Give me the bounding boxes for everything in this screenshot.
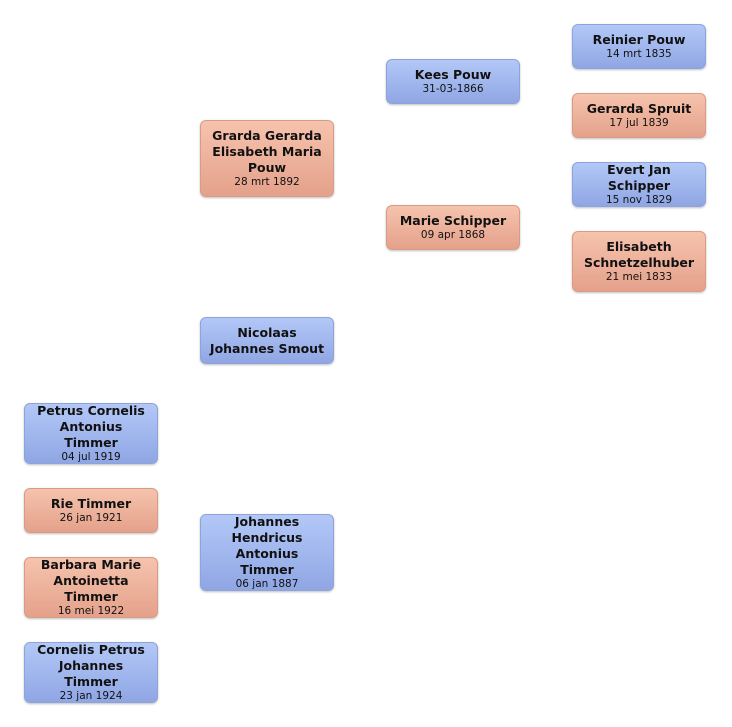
person-date: 28 mrt 1892	[234, 176, 300, 188]
person-card-johannes-timmer[interactable]: Johannes Hendricus Antonius Timmer 06 ja…	[200, 514, 334, 591]
person-date: 09 apr 1868	[420, 229, 486, 241]
person-date: 16 mei 1922	[57, 605, 125, 617]
person-date: 23 jan 1924	[59, 690, 123, 702]
person-name: Grarda Gerarda Elisabeth Maria Pouw	[212, 128, 322, 175]
person-name: Cornelis Petrus Johannes Timmer	[37, 642, 145, 689]
person-name: Marie Schipper	[399, 213, 507, 228]
person-card-elisabeth-schnetzelhuber[interactable]: Elisabeth Schnetzelhuber 21 mei 1833	[572, 231, 706, 292]
person-card-marie-schipper[interactable]: Marie Schipper 09 apr 1868	[386, 205, 520, 250]
person-name: Gerarda Spruit	[586, 101, 692, 116]
person-name: Rie Timmer	[50, 496, 132, 511]
person-date: 26 jan 1921	[59, 512, 123, 524]
person-name: Johannes Hendricus Antonius Timmer	[231, 514, 303, 577]
person-name: Kees Pouw	[414, 67, 492, 82]
person-date: 14 mrt 1835	[606, 48, 672, 60]
person-name: Barbara Marie Antoinetta Timmer	[40, 557, 142, 604]
person-name: Nicolaas Johannes Smout	[209, 324, 325, 356]
person-card-grarda-gerarda-pouw[interactable]: Grarda Gerarda Elisabeth Maria Pouw 28 m…	[200, 120, 334, 197]
person-card-reinier-pouw[interactable]: Reinier Pouw 14 mrt 1835	[572, 24, 706, 69]
person-card-barbara-timmer[interactable]: Barbara Marie Antoinetta Timmer 16 mei 1…	[24, 557, 158, 618]
person-card-evert-jan-schipper[interactable]: Evert Jan Schipper 15 nov 1829	[572, 162, 706, 207]
person-card-nicolaas-johannes-smout[interactable]: Nicolaas Johannes Smout	[200, 317, 334, 364]
person-card-kees-pouw[interactable]: Kees Pouw 31-03-1866	[386, 59, 520, 104]
person-name: Petrus Cornelis Antonius Timmer	[37, 403, 145, 450]
person-card-gerarda-spruit[interactable]: Gerarda Spruit 17 jul 1839	[572, 93, 706, 138]
person-date: 21 mei 1833	[605, 271, 673, 283]
person-name: Reinier Pouw	[592, 32, 686, 47]
person-date: 06 jan 1887	[235, 578, 299, 590]
person-date: 17 jul 1839	[609, 117, 669, 129]
person-name: Evert Jan Schipper	[607, 162, 671, 193]
person-name: Elisabeth Schnetzelhuber	[583, 239, 695, 270]
person-card-cornelis-timmer[interactable]: Cornelis Petrus Johannes Timmer 23 jan 1…	[24, 642, 158, 703]
person-card-rie-timmer[interactable]: Rie Timmer 26 jan 1921	[24, 488, 158, 533]
person-date: 04 jul 1919	[61, 451, 121, 463]
person-date: 15 nov 1829	[605, 194, 673, 206]
person-date: 31-03-1866	[422, 83, 484, 95]
person-card-petrus-timmer[interactable]: Petrus Cornelis Antonius Timmer 04 jul 1…	[24, 403, 158, 464]
